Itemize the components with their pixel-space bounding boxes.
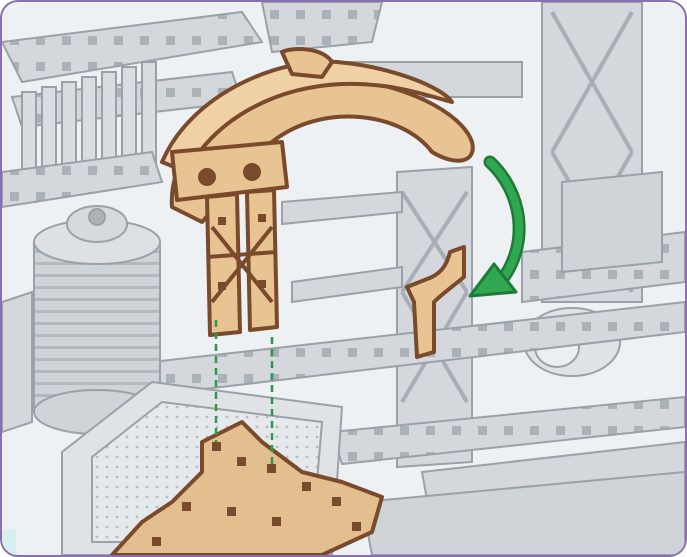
corner-tab (2, 529, 16, 555)
green-curved-arrow-icon (470, 162, 519, 296)
